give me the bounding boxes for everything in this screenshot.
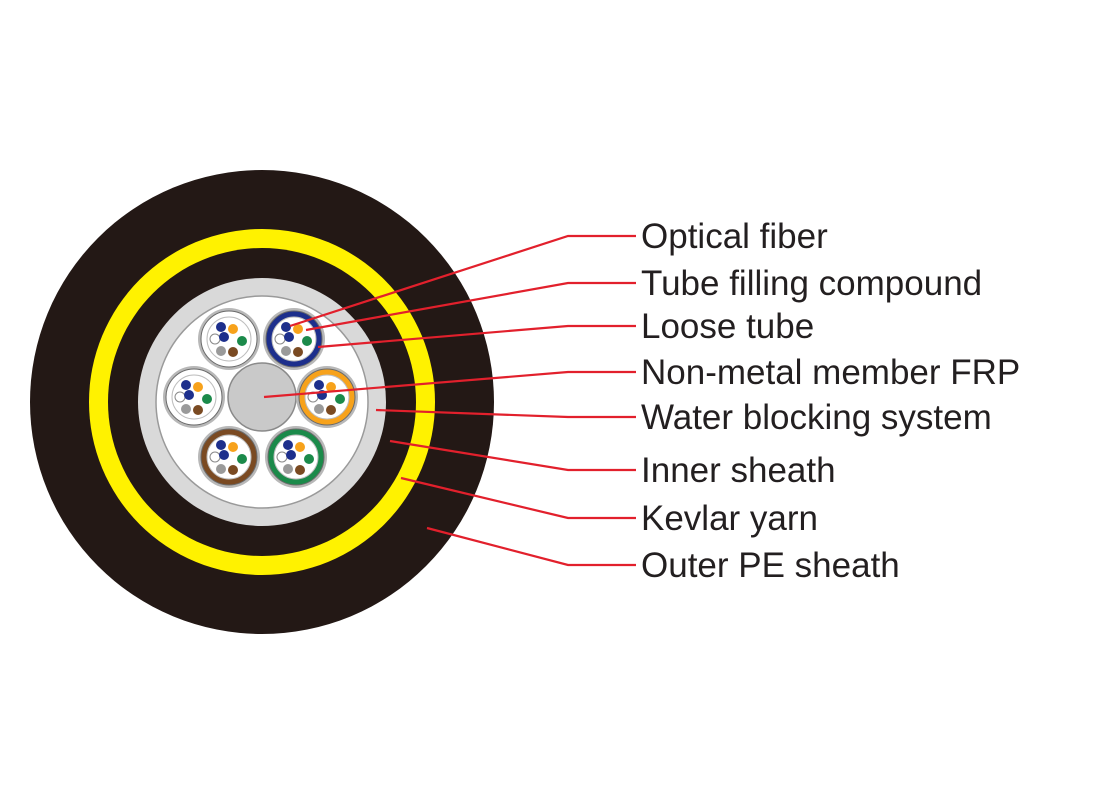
label-optical-fiber: Optical fiber [641,217,828,256]
optical-fiber [295,465,305,475]
leader-line-outer-sheath [426,526,636,567]
optical-fiber [281,322,291,332]
optical-fiber [216,346,226,356]
label-tube-filling: Tube filling compound [641,264,982,303]
loose-tube-top-left [198,308,260,370]
optical-fiber [286,450,296,460]
loose-tube-right [296,366,358,428]
label-loose-tube: Loose tube [641,307,814,346]
optical-fiber [216,322,226,332]
optical-fiber [174,391,186,403]
optical-fiber [181,404,191,414]
optical-fiber [237,336,247,346]
loose-tube-bottom-left [198,426,260,488]
loose-tube-bottom-right [265,426,327,488]
optical-fiber [293,324,303,334]
optical-fiber [209,333,221,345]
optical-fiber [326,405,336,415]
optical-fiber [216,440,226,450]
leader-line-tube-filling [305,281,636,332]
non-metal-member-frp [227,362,297,432]
optical-fiber [314,404,324,414]
optical-fiber [283,464,293,474]
optical-fiber [193,405,203,415]
optical-fiber [302,336,312,346]
optical-fiber [284,332,294,342]
optical-fiber [304,454,314,464]
optical-fiber [228,465,238,475]
optical-fiber [276,451,288,463]
optical-fiber [219,450,229,460]
label-frp: Non-metal member FRP [641,353,1020,392]
leader-line-kevlar [400,476,636,520]
leader-line-optical-fiber [289,234,636,328]
optical-fiber [209,451,221,463]
label-kevlar: Kevlar yarn [641,499,818,538]
optical-fiber [335,394,345,404]
cable-cross-section [30,170,494,634]
label-inner-sheath: Inner sheath [641,451,836,490]
label-water-blocking: Water blocking system [641,398,992,437]
optical-fiber [184,390,194,400]
optical-fiber [274,333,286,345]
optical-fiber [193,382,203,392]
loose-tubes-group [163,308,358,488]
leader-line-frp [263,370,636,399]
optical-fiber [228,347,238,357]
optical-fiber [281,346,291,356]
optical-fiber [202,394,212,404]
optical-fiber [237,454,247,464]
optical-fiber [219,332,229,342]
leader-lines [263,234,636,567]
label-outer-sheath: Outer PE sheath [641,546,900,585]
leader-line-inner-sheath [389,439,636,472]
leader-line-water-blocking [375,408,636,419]
optical-fiber [293,347,303,357]
optical-fiber [326,382,336,392]
optical-fiber [181,380,191,390]
loose-tube-top-right [263,308,325,370]
optical-fiber [228,442,238,452]
optical-fiber [314,380,324,390]
optical-fiber [283,440,293,450]
loose-tube-left [163,366,225,428]
leader-line-loose-tube [317,324,636,349]
optical-fiber [228,324,238,334]
optical-fiber [295,442,305,452]
optical-fiber [216,464,226,474]
